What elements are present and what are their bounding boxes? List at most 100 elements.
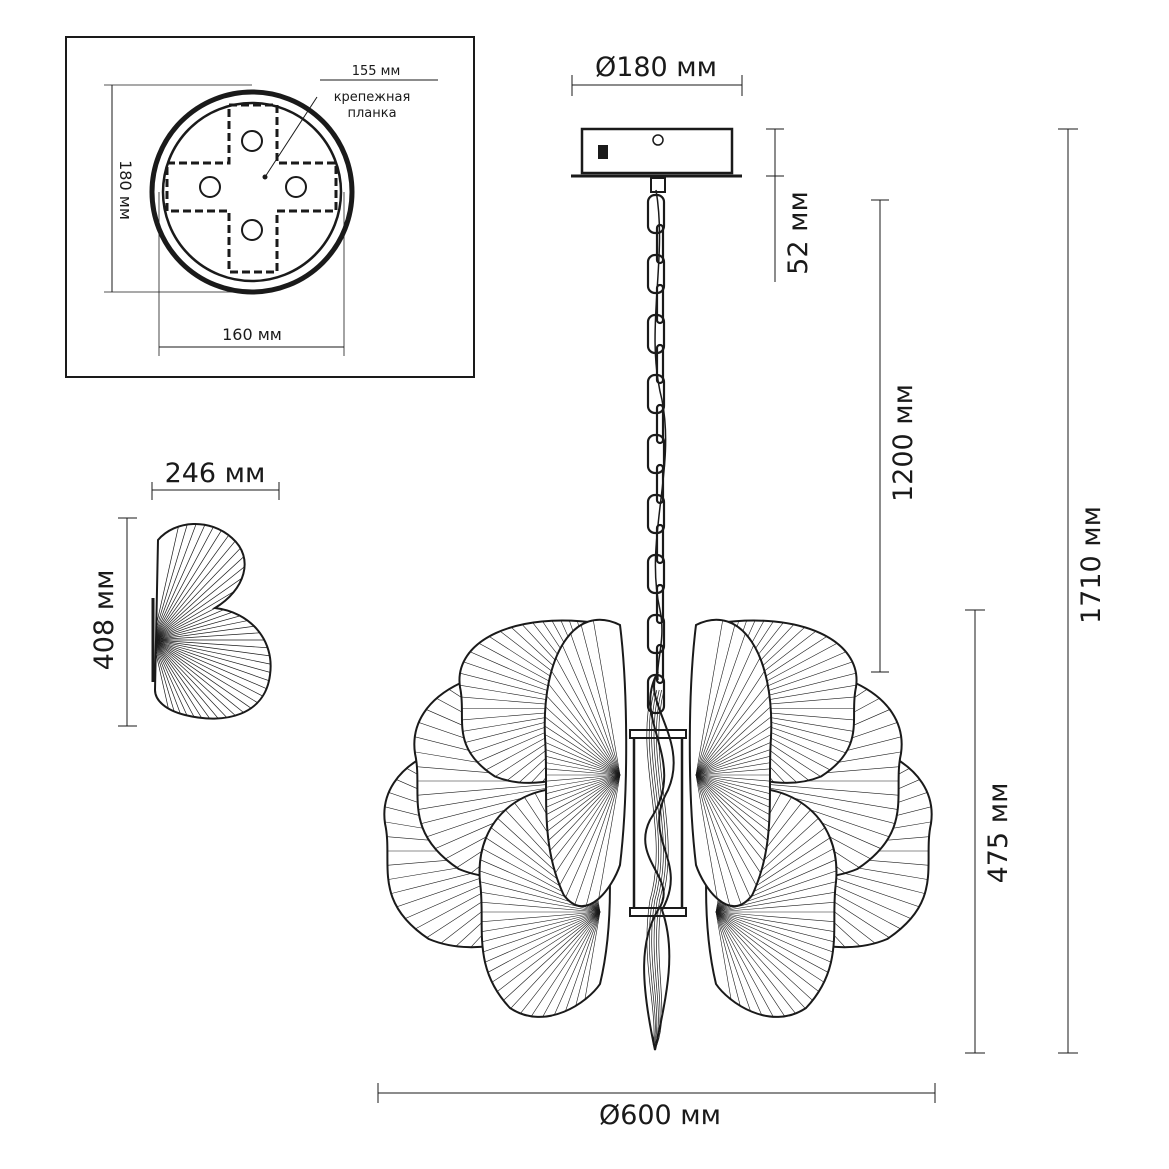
petal-rib [544,619,621,776]
petal-rib [479,807,601,913]
shade-rib [155,523,210,641]
petal-rib [544,651,621,776]
petal-rib [544,711,621,776]
mount-plate-detail: 155 мм крепежная планка 160 мм 180 мм [65,36,475,378]
shade-ribs [155,523,271,719]
petal-rib [479,911,601,955]
canopy-height-label: 52 мм [783,191,814,275]
petal-rib [479,911,601,1017]
petal-rib [544,774,621,907]
shade-rib [155,566,271,641]
petal-rib [695,619,772,776]
chain-link [655,283,665,325]
shade-rib [155,639,271,694]
plate-inner-circle [161,101,343,283]
bracket-label-line1: крепежная [334,90,411,105]
screw-hole-top [241,130,263,152]
screw-hole-left [199,176,221,198]
petal-rib [715,911,761,1017]
petal-rib [715,911,782,1017]
shade-detail: 246 мм 408 мм [89,458,280,727]
petal-rib [479,911,601,1017]
petal-rib [695,633,772,776]
shade-rib [155,639,271,662]
petal-rib [695,753,772,776]
petal-rib [544,774,621,907]
petal-rib [544,690,621,776]
shade-rib [155,639,229,719]
petal-rib [534,911,601,1017]
petal-rib [695,774,772,907]
chain-link [655,643,665,685]
shade-rib [155,596,271,641]
petal-rib [715,807,837,913]
petal-rib [695,774,772,899]
shade-width-label: 246 мм [165,458,266,489]
petal-rib [544,753,621,776]
petal-rib [695,690,772,776]
bracket-leader-line [264,96,318,178]
shade-rib [155,639,271,673]
petal-rib [695,711,772,776]
shade-rib [155,639,271,714]
shade-rib [155,523,189,641]
petal-rib [695,774,772,907]
petal-rib [695,774,762,907]
petal-rib [715,848,837,913]
petal-rib [715,911,837,997]
shade-rib [155,523,264,641]
petal-rib [554,619,621,776]
petal-rib [479,869,601,913]
petal-rib [514,911,601,1017]
shade-rib [155,639,271,652]
petal-rib [695,774,772,907]
petal-rib [715,911,837,1017]
petal-rib [695,670,772,776]
petal-rib [544,774,621,907]
pendant-strand [653,689,664,1046]
petal-rib [695,619,772,776]
petal-rib [695,774,772,797]
canopy-body [580,127,734,175]
petal-rib [544,619,621,776]
petal-rib [695,619,772,776]
petal-rib [544,619,621,776]
petal-rib [544,670,621,776]
petal-rib [715,911,837,1017]
petal-rib [695,774,772,880]
shade-rib [155,639,271,704]
petal-rib [544,774,621,907]
pendant-strand [648,689,659,1046]
petal-rib [715,869,837,913]
bar-dimension-label: 155 мм [352,64,401,79]
petal-rib [715,911,837,1017]
petal-rib [544,774,621,907]
chain-length-label: 1200 мм [888,384,919,502]
chain-link [655,583,665,625]
petal-rib [695,774,772,860]
petal-rib [695,619,772,776]
petal-rib [544,774,621,907]
petal-rib [479,911,601,997]
petal-rib [479,911,601,1017]
body-diameter-label: Ø600 мм [599,1100,721,1131]
petal-rib [479,911,601,934]
pendant-strands [646,689,669,1046]
power-cable [654,189,667,681]
canopy-diameter-label: Ø180 мм [595,52,717,83]
petal-rib [479,911,601,1017]
petal-rib [544,732,621,776]
shade-rib [155,523,199,641]
screw-hole-right [285,176,307,198]
petal-rib [695,619,762,776]
petal-rib [695,774,772,907]
petal-rib [544,774,621,797]
petal-rib [544,774,621,899]
petal-rib [695,774,772,818]
screw-hole-bottom [241,219,263,241]
petal-rib [544,619,621,776]
petal-rib [695,774,772,907]
petal-rib [544,774,621,860]
shade-rib [155,639,248,719]
